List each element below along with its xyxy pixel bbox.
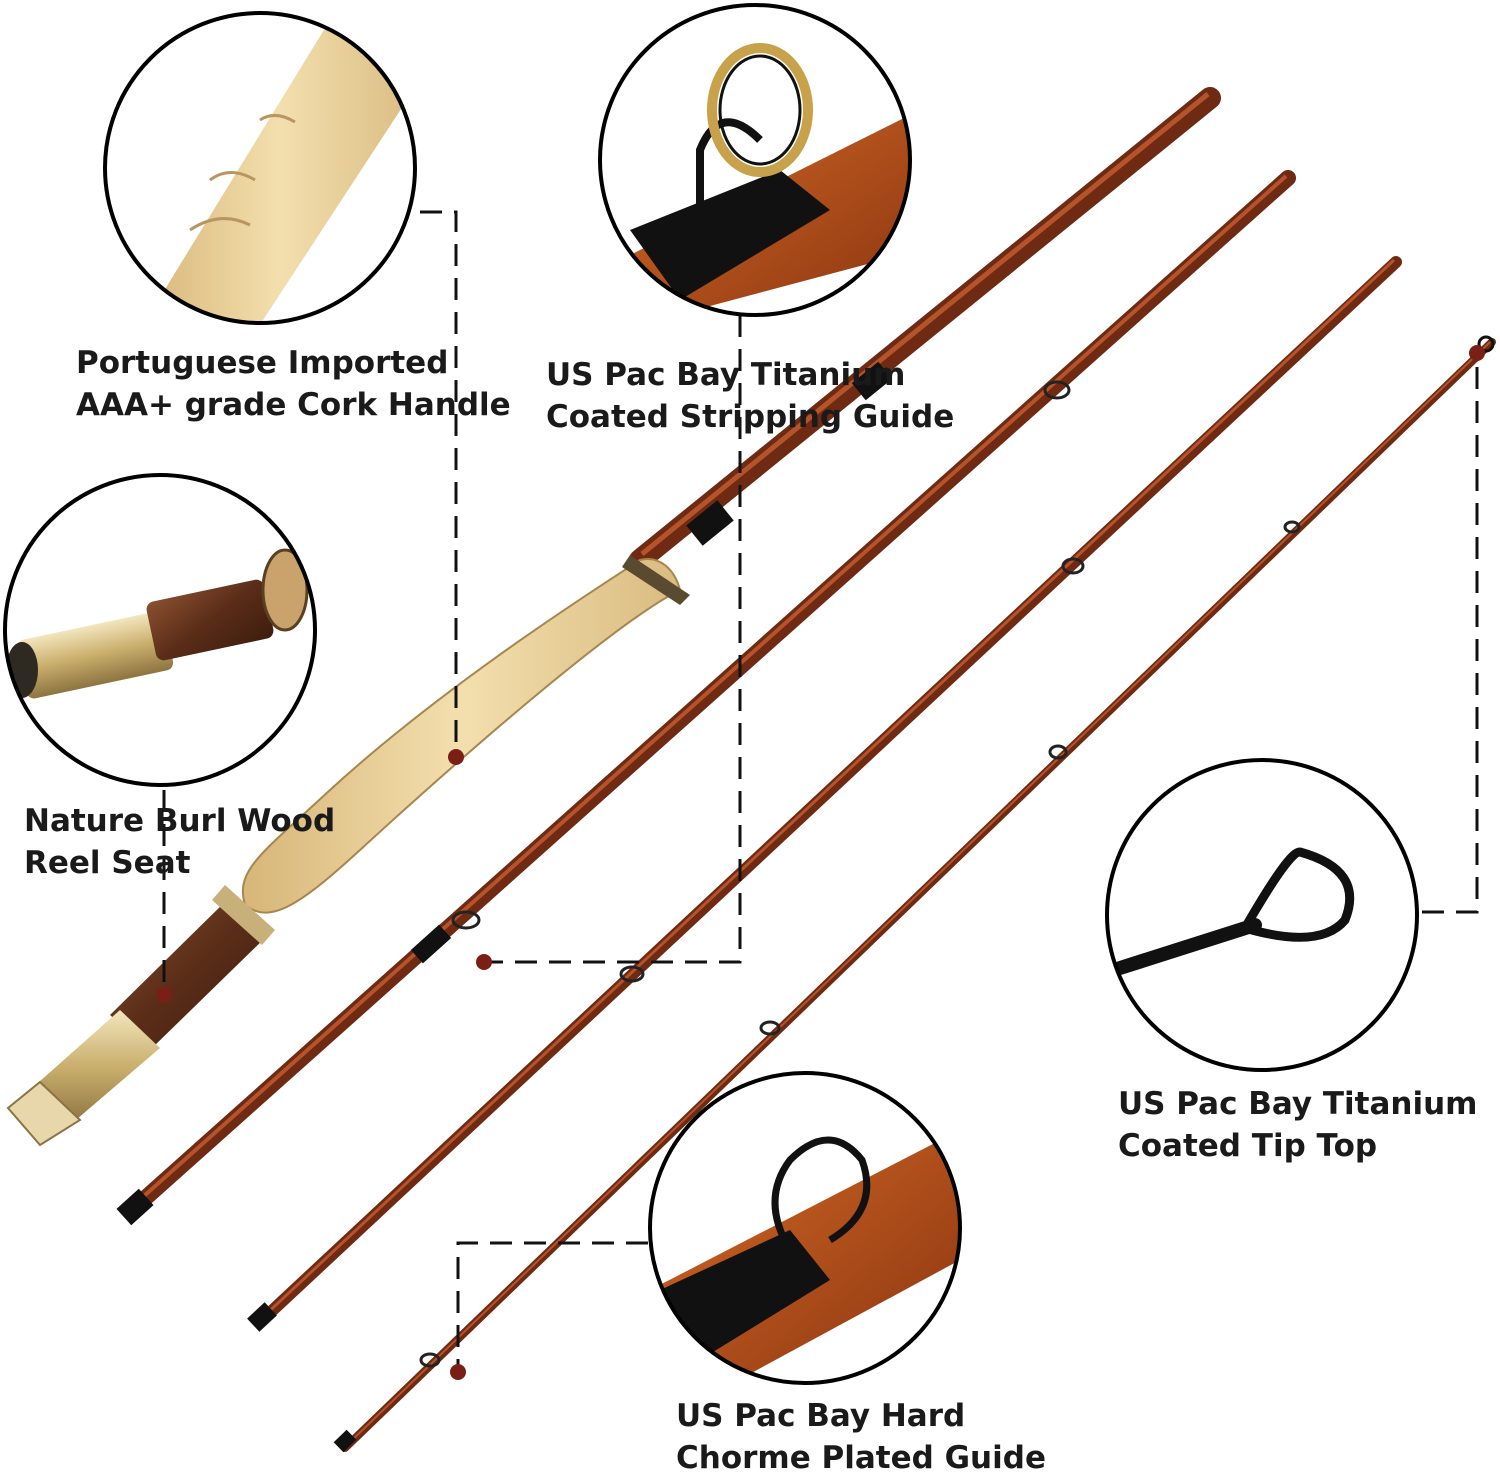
tip-top-label: US Pac Bay Titanium Coated Tip Top: [1118, 1083, 1477, 1167]
reel-seat-label-line2: Reel Seat: [24, 845, 191, 881]
rod-section-2: [116, 170, 1296, 1226]
reel-seat-label: Nature Burl Wood Reel Seat: [24, 800, 335, 884]
cork-handle-label-line1: Portuguese Imported: [76, 345, 449, 381]
snake-guide-label-line1: US Pac Bay Hard: [676, 1398, 966, 1434]
reel-seat-closeup: [3, 473, 317, 787]
reel-seat: [6, 885, 275, 1147]
tip-top-label-line1: US Pac Bay Titanium: [1118, 1086, 1478, 1122]
callout-dots: [156, 345, 1485, 1380]
rod-section-butt: [629, 87, 1221, 571]
snake-guide-label: US Pac Bay Hard Chorme Plated Guide: [676, 1395, 1046, 1479]
snake-guide-closeup: [648, 1071, 962, 1385]
tip-top-label-line2: Coated Tip Top: [1118, 1128, 1378, 1164]
stripping-guide-label-line1: US Pac Bay Titanium: [546, 357, 906, 393]
stripping-guide-label-line2: Coated Stripping Guide: [546, 399, 955, 435]
guide-icon: [419, 520, 1301, 1368]
cork-handle-closeup: [103, 11, 417, 325]
guide-icon: [619, 557, 1085, 983]
rod-section-tip: [333, 335, 1496, 1453]
snake-guide-label-line2: Chorme Plated Guide: [676, 1440, 1046, 1476]
stripping-guide-closeup: [598, 3, 912, 317]
guide-icon: [451, 380, 1071, 930]
cork-handle-label-line2: AAA+ grade Cork Handle: [76, 387, 511, 423]
tip-top-closeup: [1105, 758, 1419, 1072]
rod-section-3: [247, 256, 1402, 1332]
stripping-guide-label: US Pac Bay Titanium Coated Stripping Gui…: [546, 354, 954, 438]
reel-seat-label-line1: Nature Burl Wood: [24, 803, 336, 839]
cork-handle: [241, 555, 690, 914]
cork-handle-label: Portuguese Imported AAA+ grade Cork Hand…: [76, 342, 511, 426]
callout-connectors: [162, 210, 1479, 1370]
